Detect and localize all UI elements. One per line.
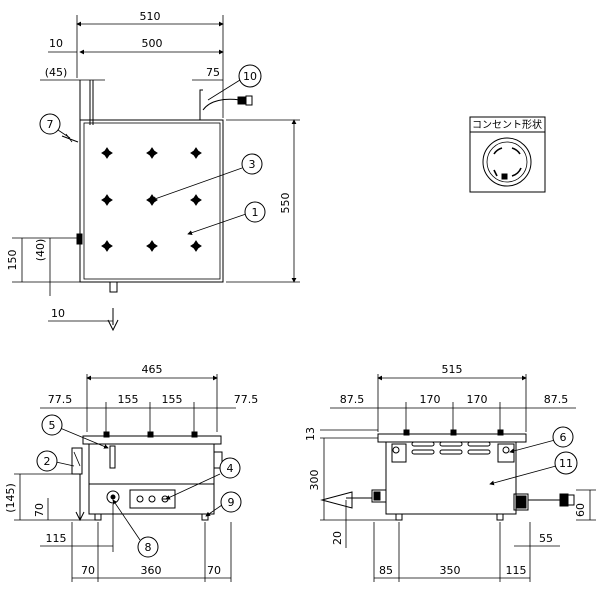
dim-115-front: 115 <box>46 532 67 545</box>
dim-150: 150 <box>6 250 19 271</box>
dim-115-side: 115 <box>506 564 527 577</box>
dim-300: 300 <box>308 470 321 491</box>
top-view: 510 500 10 (45) 75 550 150 (40) 10 <box>6 10 300 332</box>
svg-text:8: 8 <box>145 541 152 554</box>
side-view: 515 87.5 170 170 87.5 13 300 20 60 55 85 <box>304 363 596 582</box>
dim-40: (40) <box>34 239 47 262</box>
callout-11: 11 <box>489 451 578 486</box>
svg-text:2: 2 <box>44 455 51 468</box>
callout-10: 10 <box>207 64 262 101</box>
dim-350: 350 <box>440 564 461 577</box>
heater-grid <box>101 147 202 252</box>
svg-text:3: 3 <box>249 158 256 171</box>
dim-500: 500 <box>142 37 163 50</box>
dim-20: 20 <box>331 531 344 545</box>
dim-70-low: 70 <box>33 503 46 517</box>
dim-87-5-right: 87.5 <box>544 393 569 406</box>
dim-13: 13 <box>304 427 317 441</box>
svg-text:7: 7 <box>47 118 54 131</box>
callout-3: 3 <box>151 153 263 201</box>
dim-77-5-left: 77.5 <box>48 393 73 406</box>
dim-60: 60 <box>574 503 587 517</box>
dim-10-top: 10 <box>49 37 63 50</box>
svg-text:9: 9 <box>228 496 235 509</box>
dim-155-a: 155 <box>118 393 139 406</box>
callout-4: 4 <box>165 457 241 500</box>
dim-87-5-left: 87.5 <box>340 393 365 406</box>
svg-text:10: 10 <box>243 70 257 83</box>
outlet-shape-label: コンセント形状 <box>472 118 542 131</box>
dim-10-bottom: 10 <box>51 307 65 320</box>
front-view: 465 77.5 155 155 77.5 (145) 70 115 70 36… <box>4 363 258 582</box>
dim-155-b: 155 <box>162 393 183 406</box>
dim-515: 515 <box>442 363 463 376</box>
outlet-shape-box: コンセント形状 <box>469 116 546 193</box>
dim-360: 360 <box>141 564 162 577</box>
dim-85: 85 <box>379 564 393 577</box>
callout-2: 2 <box>36 450 75 472</box>
callout-9: 9 <box>205 491 242 517</box>
svg-text:11: 11 <box>559 457 573 470</box>
dim-77-5-right: 77.5 <box>234 393 259 406</box>
dim-55: 55 <box>539 532 553 545</box>
callout-5: 5 <box>41 414 109 449</box>
dim-170-b: 170 <box>467 393 488 406</box>
callout-6: 6 <box>509 426 574 454</box>
dim-465: 465 <box>142 363 163 376</box>
callout-1: 1 <box>187 201 266 235</box>
callout-7: 7 <box>39 113 79 143</box>
svg-text:6: 6 <box>560 431 567 444</box>
dim-550: 550 <box>279 193 292 214</box>
callout-8: 8 <box>112 499 159 558</box>
svg-text:4: 4 <box>227 462 234 475</box>
dim-510: 510 <box>140 10 161 23</box>
dim-70-left: 70 <box>81 564 95 577</box>
svg-text:1: 1 <box>252 206 259 219</box>
dim-45: (45) <box>45 66 68 79</box>
dim-145: (145) <box>4 483 17 513</box>
dim-75: 75 <box>206 66 220 79</box>
svg-text:5: 5 <box>49 419 56 432</box>
dim-170-a: 170 <box>420 393 441 406</box>
dim-70-right: 70 <box>207 564 221 577</box>
